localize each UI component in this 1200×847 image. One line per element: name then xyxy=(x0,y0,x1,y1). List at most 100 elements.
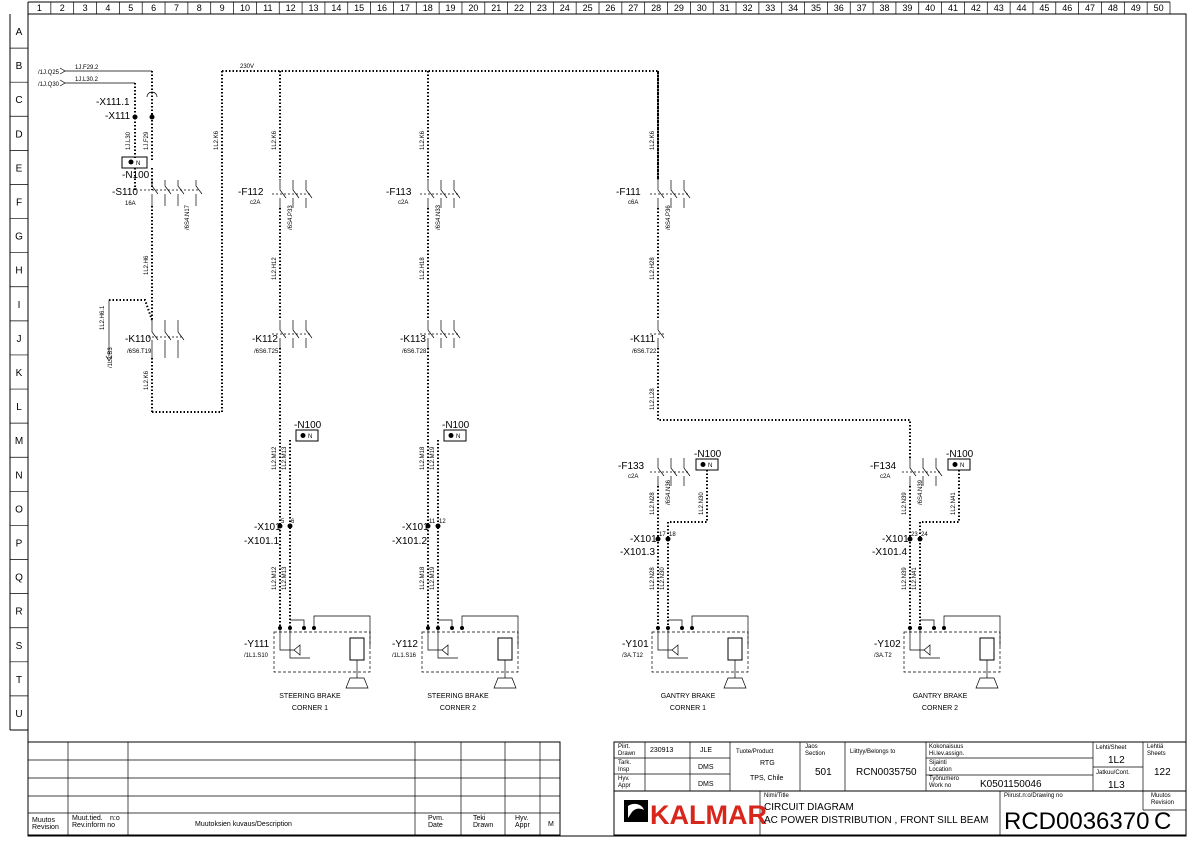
tb-title1: CIRCUIT DIAGRAM xyxy=(764,802,854,813)
column-label-30: 30 xyxy=(697,3,707,13)
wire-k6-vertical: 1L2.K6 xyxy=(214,130,220,150)
branch-1-wire-b: 1L2.M13 xyxy=(282,446,288,470)
branch-2-wire-a2: 1L2.M18 xyxy=(420,566,426,590)
wire-h6-1: 1L2.H6.1 xyxy=(100,305,106,330)
tb-workno: K0501150046 xyxy=(980,779,1042,790)
n100-branch-2-box xyxy=(443,429,467,442)
column-label-42: 42 xyxy=(971,3,981,13)
x101-branch-3: -X101 xyxy=(630,534,657,545)
breaker-1-label: -F112 xyxy=(238,187,264,198)
title-block: Piirt.Drawn 230913 JLE Tark.Insp DMS Hyv… xyxy=(613,741,1187,836)
n100-branch-4-label: -N100 xyxy=(946,449,974,460)
n100-branch-4-box xyxy=(947,458,971,471)
branch-2: 1L2.K6-F113c2A/6S4.N331L2.H18-K113/6S6.T… xyxy=(386,71,519,712)
column-label-34: 34 xyxy=(788,3,798,13)
column-label-12: 12 xyxy=(286,3,296,13)
branch-1-wire-a2: 1L2.M12 xyxy=(272,566,278,590)
tb-product2: TPS, Chile xyxy=(750,775,784,782)
breaker-2-label: -F113 xyxy=(386,187,412,198)
column-label-20: 20 xyxy=(468,3,478,13)
valve-1-caption1: STEERING BRAKE xyxy=(279,693,341,700)
n100-branch-1-box xyxy=(295,429,319,442)
tb-section: 501 xyxy=(815,767,832,778)
wire-l30-2: 1J.L30.2 xyxy=(75,77,99,83)
valve-4-coil xyxy=(979,637,995,661)
column-label-9: 9 xyxy=(220,3,225,13)
column-label-17: 17 xyxy=(400,3,410,13)
column-label-22: 22 xyxy=(514,3,524,13)
column-label-10: 10 xyxy=(240,3,250,13)
n100-branch-2-n: N xyxy=(456,434,460,440)
column-label-43: 43 xyxy=(994,3,1004,13)
valve-4-ref: /3A.T2 xyxy=(874,653,892,659)
wire-h6: 1L2.H6 xyxy=(144,255,150,275)
valve-1-label: -Y111 xyxy=(244,639,270,650)
k110-contacts xyxy=(148,320,185,358)
row-label-M: M xyxy=(15,436,23,447)
column-label-50: 50 xyxy=(1154,3,1164,13)
wire-f29-2: 1J.F29.2 xyxy=(75,65,99,71)
tb-belongs: RCN0035750 xyxy=(856,767,917,778)
x101b-branch-1: -X101.1 xyxy=(244,536,279,547)
column-label-28: 28 xyxy=(651,3,661,13)
tb-l-belongs: Liittyy/Belongs to xyxy=(850,749,896,755)
n100-branch-1-label: -N100 xyxy=(294,420,322,431)
branch-3: 1L2.K6-F111c6A/6S4.P361L2.H28-K111/6S6.T… xyxy=(616,71,911,712)
wire-f29: 1J.F29 xyxy=(144,131,150,150)
breaker-3-ref: /6S4.P36 xyxy=(666,205,672,230)
column-label-49: 49 xyxy=(1131,3,1141,13)
branch-2-wire-top: 1L2.K6 xyxy=(420,130,426,150)
valve-2-ref: /1L1.S16 xyxy=(392,653,417,659)
breaker-3-label: -F111 xyxy=(616,187,641,198)
wire-k6-lower: 1L2.K6 xyxy=(144,370,150,390)
rev-h-date: Pvm.Date xyxy=(428,815,444,829)
branch-3-wire-b2: 1L2.N30 xyxy=(660,567,666,590)
x101-branch-4: -X101 xyxy=(882,534,909,545)
valve-1-frame xyxy=(273,631,371,673)
branch-3-wire-a2: 1L2.N28 xyxy=(650,567,656,590)
x111-1-label: -X111.1 xyxy=(96,97,130,108)
n100-box xyxy=(121,156,148,169)
sub-breaker-4-rating: c2A xyxy=(880,474,890,480)
valve-1-caption2: CORNER 1 xyxy=(292,705,328,712)
sub-breaker-3-ref: /6S4.N36 xyxy=(666,479,672,505)
valve-3-coil xyxy=(727,637,743,661)
row-label-K: K xyxy=(16,368,23,379)
column-label-40: 40 xyxy=(925,3,935,13)
column-label-19: 19 xyxy=(446,3,456,13)
relay-2-ref: /6S6.T28 xyxy=(402,349,427,355)
row-label-O: O xyxy=(15,504,23,515)
row-label-N: N xyxy=(15,470,22,481)
valve-2-caption2: CORNER 2 xyxy=(440,705,476,712)
breaker-3-rating: c6A xyxy=(628,200,638,206)
row-label-F: F xyxy=(16,198,22,209)
row-label-P: P xyxy=(16,538,23,549)
rev-h-inform: Muut.tied.Rev.inform no xyxy=(72,815,115,829)
tb-l-drawingno: Piirust.n:o/Drawing no xyxy=(1004,793,1063,799)
row-label-B: B xyxy=(16,61,23,72)
x101b-branch-4: -X101.4 xyxy=(872,547,907,558)
sub-breaker-3-label: -F133 xyxy=(618,461,645,472)
term1-branch-2: 11 xyxy=(429,519,436,525)
tb-sheet: 1L2 xyxy=(1108,755,1125,766)
x101-branch-1: -X101 xyxy=(254,522,281,533)
column-label-27: 27 xyxy=(628,3,638,13)
valve-3-caption1: GANTRY BRAKE xyxy=(661,693,716,700)
row-label-D: D xyxy=(15,129,22,140)
valve-2-coil xyxy=(497,637,513,661)
voltage-label: 230V xyxy=(240,64,254,70)
valve-4-caption2: CORNER 2 xyxy=(922,705,958,712)
n100-branch-2-label: -N100 xyxy=(442,420,470,431)
branch-2-wire-mid: 1L2.H18 xyxy=(420,257,426,280)
column-label-47: 47 xyxy=(1085,3,1095,13)
left-circuit: -X111.1 -X111 1J.L30 1J.F29 N -N100 -S11… xyxy=(96,91,203,412)
column-label-2: 2 xyxy=(60,3,65,13)
row-label-H: H xyxy=(15,266,22,277)
term1-branch-3: 17 xyxy=(659,532,666,538)
column-label-32: 32 xyxy=(742,3,752,13)
supply-bus: /1J.Q25 /1J.Q30 1J.F29.2 1J.L30.2 230V 1… xyxy=(38,64,659,413)
sheet-border xyxy=(27,13,1187,837)
